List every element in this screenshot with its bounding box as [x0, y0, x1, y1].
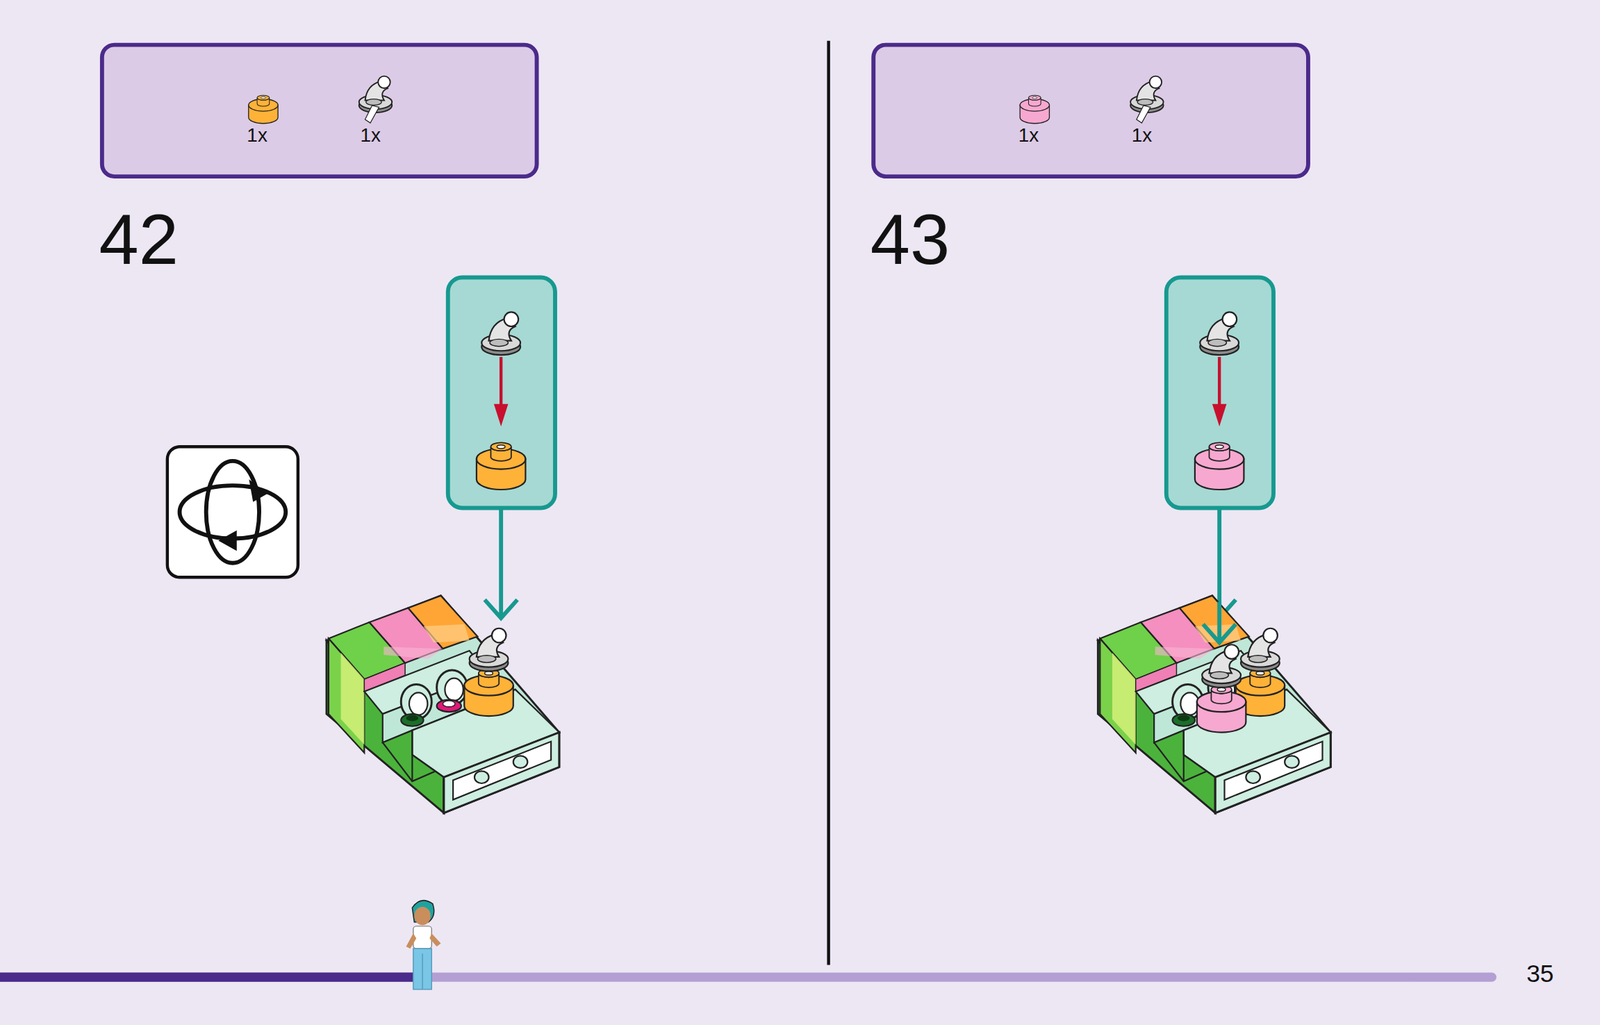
part-count: 1x	[246, 125, 267, 145]
step-number: 43	[870, 204, 950, 276]
part-count: 1x	[1018, 125, 1039, 145]
parts-callout-box: 1x 1x	[100, 43, 540, 179]
parts-callout-box: 1x 1x	[871, 43, 1311, 179]
page-number: 35	[1526, 962, 1554, 987]
step-number: 42	[98, 204, 178, 276]
part-count: 1x	[359, 125, 381, 145]
part-count: 1x	[1131, 125, 1152, 145]
